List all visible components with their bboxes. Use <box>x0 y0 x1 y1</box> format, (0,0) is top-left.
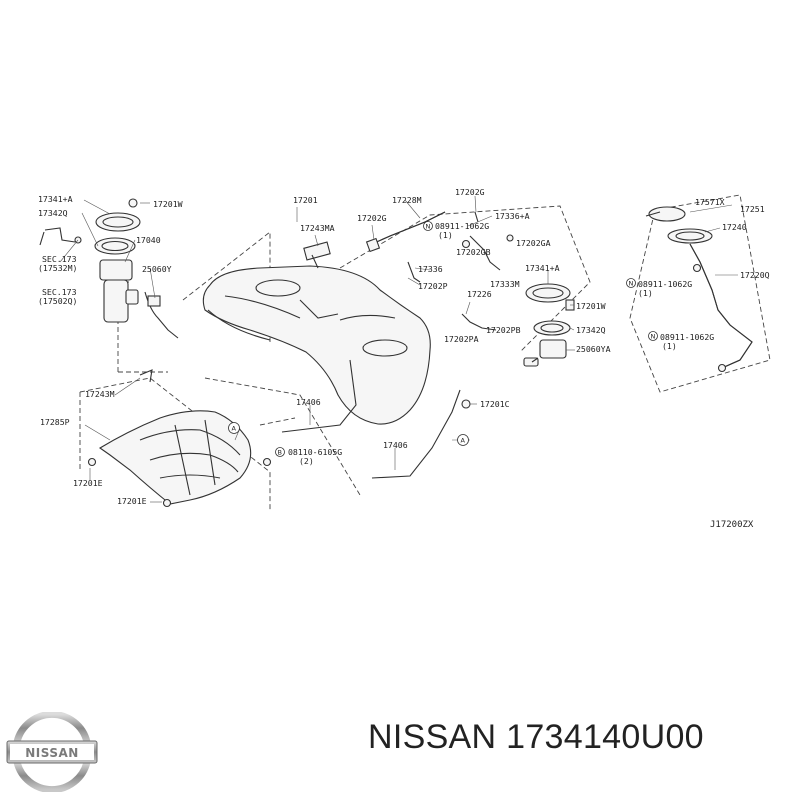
callout-08911-1062g-r2-qty: (1) <box>662 341 677 351</box>
callout-17202ga: 17202GA <box>516 238 551 248</box>
callout-17243ma: 17243MA <box>300 223 335 233</box>
callout-17220q: 17220Q <box>740 270 770 280</box>
callout-08911-1062g-r1: 08911-1062G <box>638 279 692 289</box>
hose-assembly-center <box>365 211 514 331</box>
callout-sec173-a: SEC.173 <box>42 254 77 264</box>
fuel-tank <box>202 241 431 425</box>
drawing-code: J17200ZX <box>710 520 754 530</box>
ref-a-left: A <box>232 425 237 433</box>
callout-17251: 17251 <box>740 204 765 214</box>
callout-17202gb: 17202GB <box>456 247 491 257</box>
callout-08911-1062g-mid-qty: (1) <box>438 230 453 240</box>
fuel-pump-assembly-right <box>523 283 575 367</box>
nissan-logo-text: NISSAN <box>25 746 79 760</box>
callout-17202pa: 17202PA <box>444 334 479 344</box>
callout-17201c: 17201C <box>480 399 510 409</box>
circle-n-mid: N <box>426 223 431 231</box>
callout-08110-6105g: 08110-6105G <box>288 447 342 457</box>
ref-a-right: A <box>461 437 466 445</box>
callout-17336a: 17336+A <box>495 211 530 221</box>
callout-17243m: 17243M <box>85 389 115 399</box>
callout-25060y: 25060Y <box>142 264 172 274</box>
callout-17342q-right: 17342Q <box>576 325 606 335</box>
callout-17342q-left: 17342Q <box>38 208 68 218</box>
circle-n-right-2: N <box>651 333 656 341</box>
callout-17336: 17336 <box>418 264 443 274</box>
fuel-pump-assembly-left <box>39 198 179 339</box>
callout-17201e-a: 17201E <box>73 478 103 488</box>
callout-08911-1062g-r2: 08911-1062G <box>660 332 714 342</box>
callout-17201e-b: 17201E <box>117 496 147 506</box>
callout-08110-6105g-qty: (2) <box>299 456 314 466</box>
filler-neck-assembly <box>645 206 753 373</box>
callout-sec173-b-sub: (17502Q) <box>38 296 77 306</box>
part-number-title: NISSAN 1734140U00 <box>368 718 704 756</box>
callout-17406-a: 17406 <box>296 397 321 407</box>
callout-17201: 17201 <box>293 195 318 205</box>
circle-b: B <box>278 449 282 457</box>
heat-shield <box>87 369 272 508</box>
callout-17202g: 17202G <box>357 213 387 223</box>
callout-17240: 17240 <box>722 222 747 232</box>
callout-17406-b: 17406 <box>383 440 408 450</box>
callout-17341a-right: 17341+A <box>525 263 560 273</box>
callout-17226: 17226 <box>467 289 492 299</box>
callout-17333m: 17333M <box>490 279 520 289</box>
callout-17285p: 17285P <box>40 417 70 427</box>
callout-labels: 17341+A 17201W 17342Q 17040 25060Y SEC.1… <box>38 187 770 530</box>
callout-17228m: 17228M <box>392 195 422 205</box>
callout-17571x: 17571X <box>695 197 725 207</box>
circle-n-right-1: N <box>629 280 634 288</box>
callout-17201w-right: 17201W <box>576 301 606 311</box>
callout-08911-1062g-r1-qty: (1) <box>638 288 653 298</box>
callout-17202p: 17202P <box>418 281 448 291</box>
callout-17341a-left: 17341+A <box>38 194 73 204</box>
callout-17202g-top: 17202G <box>455 187 485 197</box>
callout-08911-1062g-mid: 08911-1062G <box>435 221 489 231</box>
callout-17040: 17040 <box>136 235 161 245</box>
callout-17202pb: 17202PB <box>486 325 521 335</box>
callout-17201w-left: 17201W <box>153 199 183 209</box>
nissan-logo: NISSAN <box>6 712 98 792</box>
callout-sec173-a-sub: (17532M) <box>38 263 77 273</box>
callout-sec173-b: SEC.173 <box>42 287 77 297</box>
tank-straps <box>281 359 471 479</box>
callout-25060ya: 25060YA <box>576 344 611 354</box>
